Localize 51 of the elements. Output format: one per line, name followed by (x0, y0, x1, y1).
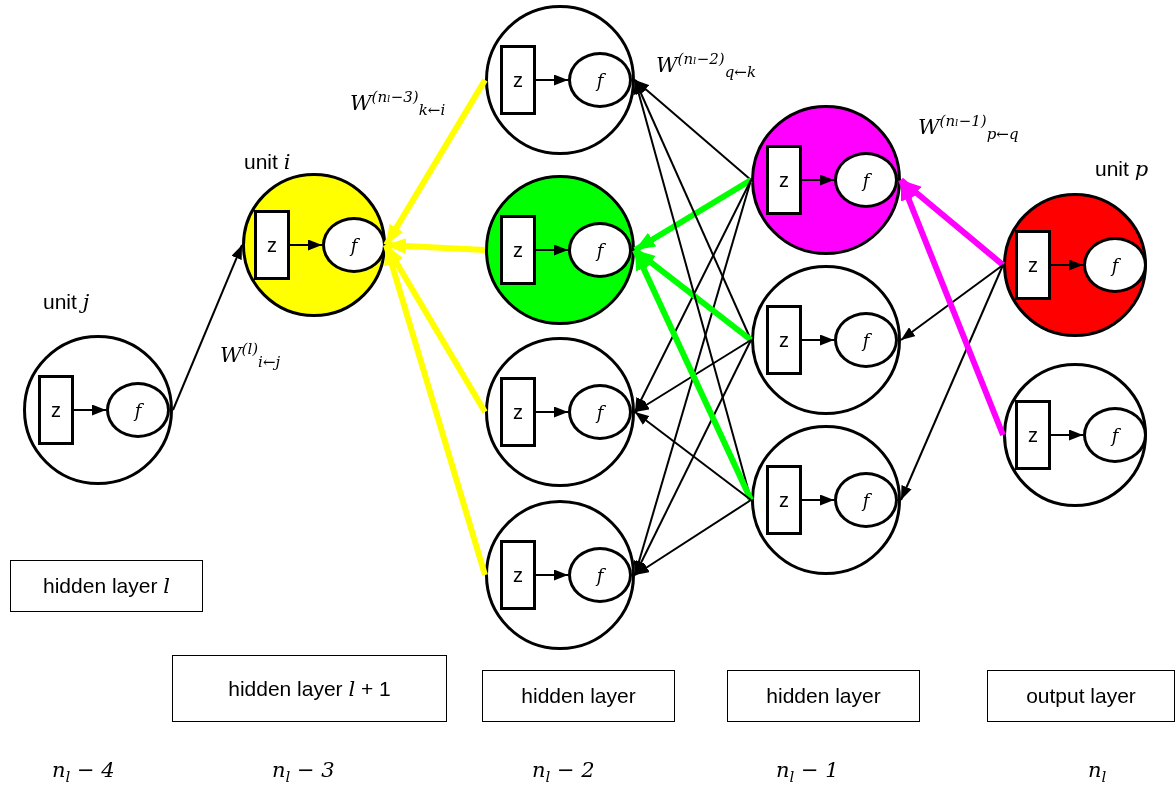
input-sum-box: z (766, 145, 802, 215)
layer-label-box: output layer (987, 670, 1175, 722)
layer-index-label: n$_{l}$ − 2 (532, 758, 595, 787)
layer-index-label: n$_{l}$ (1088, 758, 1107, 787)
arrow (535, 406, 569, 418)
input-sum-box: z (500, 540, 536, 610)
layer-label-box: hidden layer l (10, 560, 203, 612)
layer-index-label: n$_{l}$ − 4 (52, 758, 115, 787)
weight-arrow (633, 247, 753, 343)
arrow (801, 174, 835, 186)
layer-index-label: n$_{l}$ − 3 (272, 758, 335, 787)
weight-arrow (633, 179, 752, 576)
arrow (1050, 259, 1084, 271)
layer-label-box: hidden layer (482, 670, 675, 722)
arrow (73, 404, 107, 416)
weight-arrow (899, 177, 1005, 268)
layer-label-box: hidden layer (727, 670, 920, 722)
arrow (801, 494, 835, 506)
input-sum-box: z (500, 45, 536, 115)
weight-arrow (632, 248, 754, 502)
arrow (801, 334, 835, 346)
input-sum-box: z (500, 377, 536, 447)
weight-arrow (172, 244, 243, 411)
arrow (535, 569, 569, 581)
weight-arrow (634, 499, 752, 576)
weight-arrow (634, 179, 752, 413)
input-sum-box: z (254, 210, 290, 280)
weight-arrow (900, 264, 1004, 341)
weight-arrow (634, 339, 752, 413)
weight-arrow (633, 177, 753, 253)
weight-arrow (634, 79, 752, 181)
weight-arrow (900, 264, 1004, 501)
input-sum-box: z (766, 465, 802, 535)
input-sum-box: z (1015, 400, 1051, 470)
layer-index-label: n$_{l}$ − 1 (776, 758, 839, 787)
arrow (535, 244, 569, 256)
unit-label: unit p (1095, 157, 1149, 181)
weight-arrow (634, 411, 752, 501)
input-sum-box: z (38, 375, 74, 445)
arrow (289, 239, 323, 251)
weight-arrow (383, 244, 488, 576)
weight-arrow (383, 78, 488, 247)
weight-arrow (634, 339, 752, 576)
input-sum-box: z (766, 305, 802, 375)
input-sum-box: z (500, 215, 536, 285)
arrow (1050, 429, 1084, 441)
weight-arrow (898, 178, 1006, 437)
arrow (535, 74, 569, 86)
layer-label-box: hidden layer l + 1 (172, 655, 447, 722)
input-sum-box: z (1015, 230, 1051, 300)
unit-label: unit i (244, 150, 291, 174)
